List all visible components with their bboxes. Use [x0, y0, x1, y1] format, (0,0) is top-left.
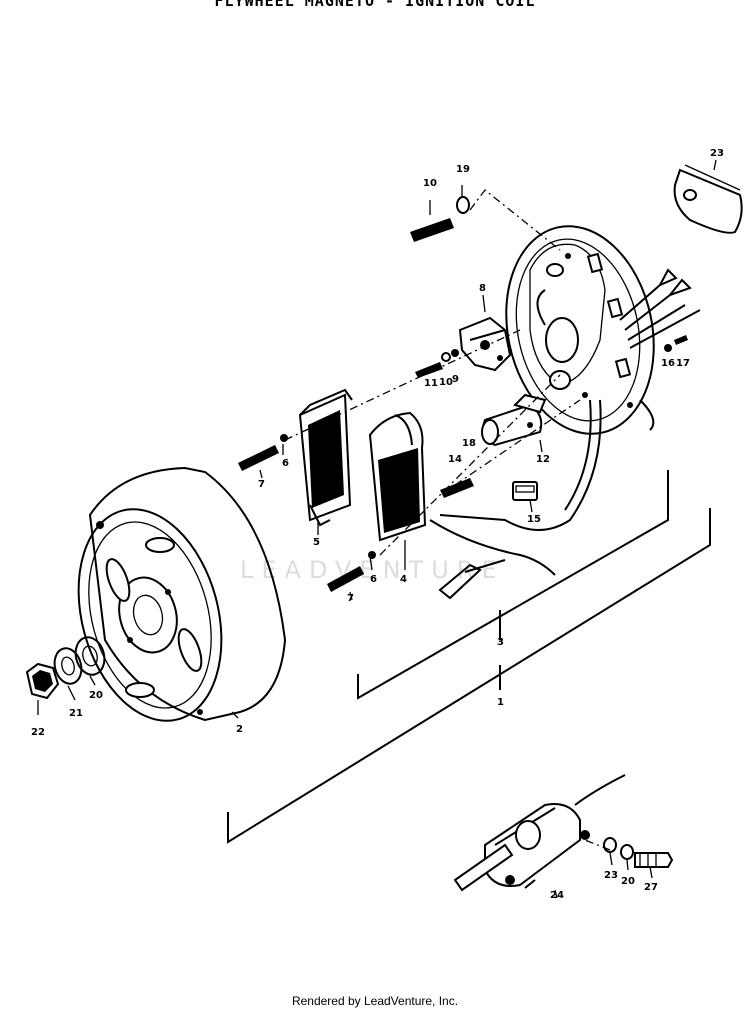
bolt-coil[interactable]: [634, 852, 674, 868]
screw-coil-upper[interactable]: [238, 434, 288, 471]
callout-2: 2: [236, 724, 243, 735]
callout-24: 24: [550, 890, 564, 901]
callout-15: 15: [527, 514, 541, 525]
callout-11: 11: [424, 378, 438, 389]
callout-16: 16: [661, 358, 675, 369]
callout-8: 8: [479, 283, 486, 294]
callout-27: 27: [644, 882, 658, 893]
contact-breaker[interactable]: [458, 316, 512, 372]
ignition-coil[interactable]: [453, 774, 626, 892]
condenser[interactable]: [481, 393, 547, 447]
callout-6a: 6: [282, 458, 289, 469]
lighting-coil[interactable]: [298, 388, 353, 527]
callout-4: 4: [400, 574, 407, 585]
group-bracket-3: [357, 470, 669, 700]
assembly-leaders: [284, 189, 611, 851]
callout-20a: 20: [89, 690, 103, 701]
callout-5: 5: [313, 537, 320, 548]
callout-1: 1: [497, 697, 504, 708]
screw-top[interactable]: [410, 218, 454, 242]
screw-breaker[interactable]: [415, 349, 459, 378]
small-screws-right[interactable]: [664, 335, 688, 352]
callout-17: 17: [676, 358, 690, 369]
hex-nut[interactable]: [25, 662, 60, 700]
callout-23b: 23: [604, 870, 618, 881]
stator-base-plate[interactable]: [488, 212, 673, 447]
screw-coil-lower[interactable]: [327, 551, 376, 592]
flywheel-rotor[interactable]: [56, 466, 287, 737]
callout-21: 21: [69, 708, 83, 719]
callout-7b: 7: [347, 593, 354, 604]
render-credit: Rendered by LeadVenture, Inc.: [291, 994, 459, 1008]
callout-10a: 10: [423, 178, 437, 189]
callout-23a: 23: [710, 148, 724, 159]
callout-9: 9: [452, 374, 459, 385]
washer-coil-b[interactable]: [620, 844, 634, 860]
group-bracket-1: [227, 508, 711, 844]
callout-3: 3: [497, 637, 504, 648]
callout-7a: 7: [258, 479, 265, 490]
terminal-block[interactable]: [512, 481, 538, 501]
flat-washer[interactable]: [72, 634, 109, 678]
callout-14: 14: [448, 454, 462, 465]
wire-harness[interactable]: [429, 268, 701, 600]
diagram-title: FLYWHEEL MAGNETO - IGNITION COIL: [214, 0, 536, 10]
screw-condenser[interactable]: [440, 478, 474, 498]
callout-22: 22: [31, 727, 45, 738]
callout-12: 12: [536, 454, 550, 465]
callout-20b: 20: [621, 876, 635, 887]
callout-10b: 10: [439, 377, 453, 388]
callout-19: 19: [456, 164, 470, 175]
callout-leaders: [37, 159, 717, 899]
lock-washer[interactable]: [51, 645, 85, 687]
grommet[interactable]: [673, 164, 743, 234]
callout-6b: 6: [370, 574, 377, 585]
spring-washer-top[interactable]: [456, 196, 470, 214]
callout-18: 18: [462, 438, 476, 449]
charging-coil[interactable]: [368, 411, 427, 542]
